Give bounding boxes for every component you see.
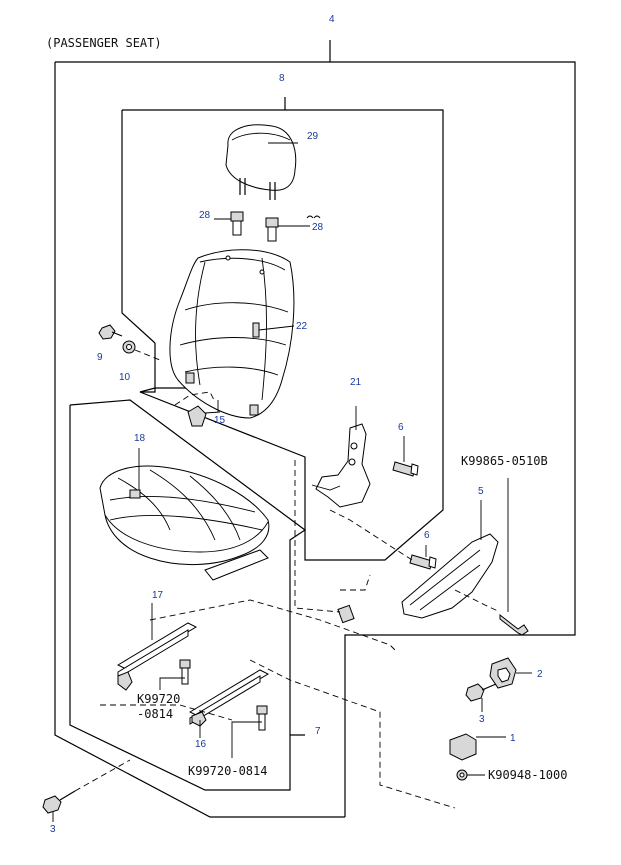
bolt-6-lower [329,509,437,570]
clip-15 [174,391,221,427]
small-clip [294,460,371,624]
callout-8: 8 [279,73,285,84]
callout-7: 7 [315,726,321,737]
bolt-k99720-right [231,705,268,758]
headrest-guide-28 [214,211,244,236]
callout-9: 9 [97,352,103,363]
headrest-22 [225,124,298,200]
seat-track-16 [100,659,456,809]
callout-22: 29 [307,131,319,142]
callout-18: 18 [134,433,146,444]
bolt-3-right [465,683,497,712]
nut-10 [122,340,161,361]
bolt-k99720-left [159,659,191,690]
headrest-guide-29 [265,215,321,242]
callout-16: 16 [195,739,207,750]
callout-10: 10 [119,372,131,383]
part-code-k99720-a-line2: -0814 [137,707,173,721]
cap-1 [449,733,506,761]
callout-15: 15 [214,415,226,426]
bracket-cushion-7 [69,399,307,791]
part-code-k90948: K90948-1000 [488,768,567,782]
bolt-3-left [42,759,131,822]
callout-3-right: 3 [479,714,485,725]
callout-5: 5 [478,486,484,497]
callout-6-lower: 6 [424,530,430,541]
recliner-20 [311,406,371,508]
seat-cushion-18 [99,448,270,581]
callout-6-upper: 6 [398,422,404,433]
bracket-2 [489,657,532,689]
nut-k90948 [456,769,485,781]
callout-4: 4 [329,14,335,25]
bracket-seatback-8 [121,97,444,561]
callout-29: 28 [312,222,324,233]
bolt-9 [98,324,123,340]
callout-3-left: 3 [50,824,56,835]
part-code-k99865: K99865-0510B [461,454,548,468]
seat-track-17 [116,599,396,691]
part-code-k99720-a-line1: K99720 [137,692,180,706]
diagram-title: (PASSENGER SEAT) [46,36,162,50]
callout-17: 17 [152,590,164,601]
callout-1: 1 [510,733,516,744]
callout-20: 21 [350,377,362,388]
bolt-6-upper [392,436,419,477]
callout-21: 22 [296,321,308,332]
seatback-21 [169,249,295,419]
screw-k99865 [454,478,529,636]
callout-2: 2 [537,669,543,680]
trim-cover-5 [401,500,499,619]
callout-28: 28 [199,210,211,221]
bracket-assembly-4 [54,40,576,818]
part-code-k99720-b: K99720-0814 [188,764,267,778]
